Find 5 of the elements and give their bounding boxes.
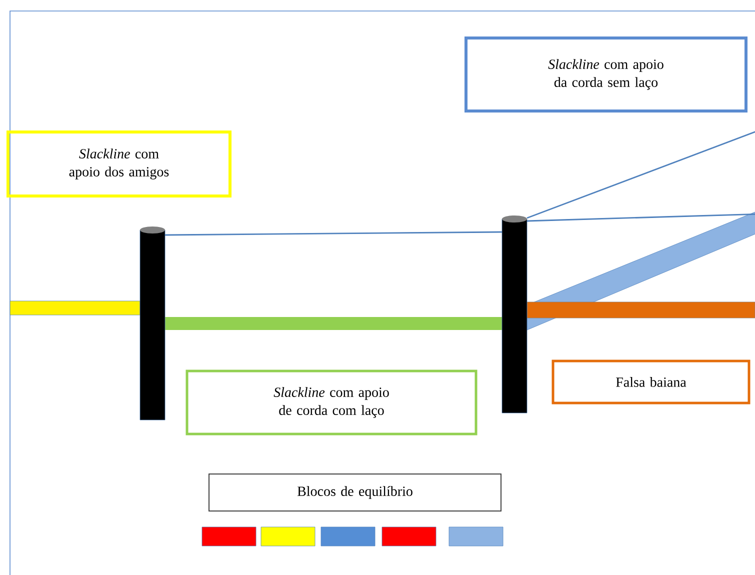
- text-box: Blocos de equilíbrio: [208, 474, 502, 512]
- text-box: Slackline com apoio da corda sem laço: [464, 36, 748, 112]
- text-box: Slackline com apoio dos amigos: [6, 130, 232, 198]
- text-box: Slackline com apoio de corda com laço: [186, 370, 478, 436]
- text-box: Falsa baiana: [552, 360, 750, 404]
